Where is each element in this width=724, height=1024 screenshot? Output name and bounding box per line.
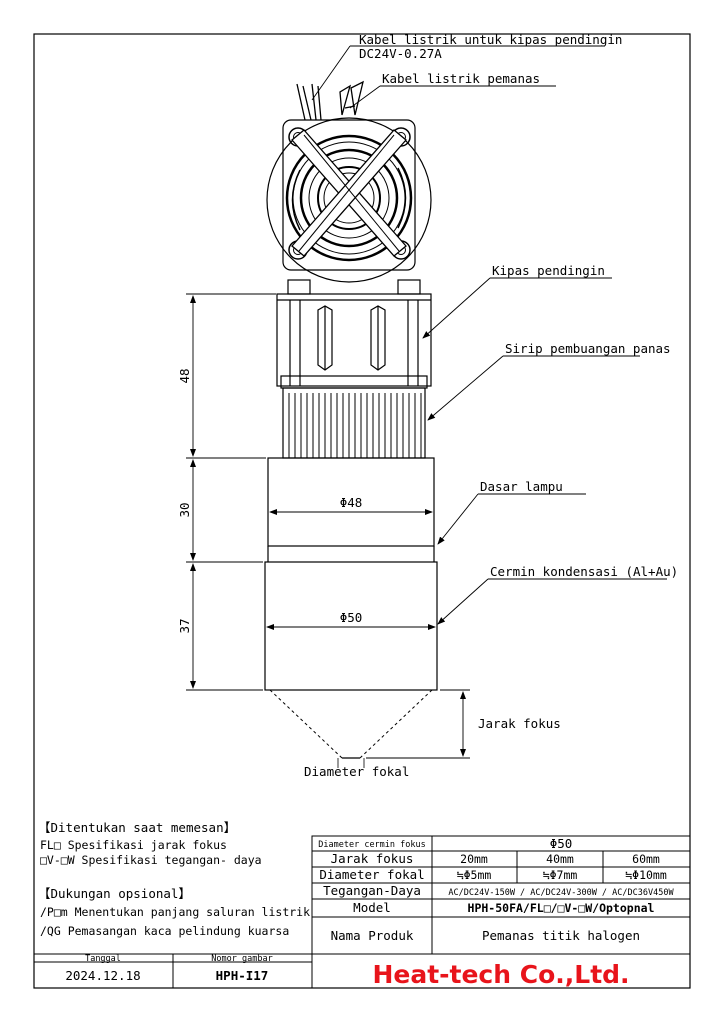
order-title: 【Ditentukan saat memesan】: [38, 820, 236, 835]
title-block: [34, 953, 313, 988]
option-line-2: /QG Pemasangan kaca pelindung kuarsa: [40, 924, 289, 938]
mirror-diameter-row-value: Φ50: [550, 836, 573, 851]
voltage-power-row-value: AC/DC24V-150W / AC/DC24V-300W / AC/DC36V…: [448, 888, 674, 898]
date-label: Tanggal: [85, 954, 121, 964]
lamp-base-label: Dasar lampu: [480, 479, 563, 494]
focal-distance-20: 20mm: [460, 852, 488, 866]
focal-diameter-10: ≒Φ10mm: [625, 868, 667, 882]
focal-distance-60: 60mm: [632, 852, 660, 866]
fan-label: Kipas pendingin: [492, 263, 605, 278]
product-row-value: Pemanas titik halogen: [482, 928, 640, 943]
spec-table: [311, 835, 691, 955]
lamp-base: [267, 457, 435, 562]
condensing-mirror: [264, 561, 438, 691]
cooling-fan: [266, 117, 432, 283]
dimension-lines: [186, 293, 470, 759]
mirror-diameter-dim: Φ50: [340, 610, 363, 625]
drawing-frame: [33, 33, 691, 989]
heater-cable-label: Kabel listrik pemanas: [382, 71, 540, 86]
mirror-diameter-row-label: Diameter cermin fokus: [318, 840, 425, 850]
focal-diameter-label: Diameter fokal: [304, 764, 409, 779]
order-notes: 【Ditentukan saat memesan】 FL□ Spesifikas…: [38, 820, 310, 938]
voltage-power-row-label: Tegangan-Daya: [323, 883, 421, 898]
base-diameter-dim: Φ48: [340, 495, 363, 510]
order-line-2: □V-□W Spesifikasi tegangan- daya: [40, 853, 262, 867]
focal-distance-40: 40mm: [546, 852, 574, 866]
fin-height-dim: 48: [177, 368, 192, 383]
focal-diameter-row-label: Diameter fokal: [319, 867, 424, 882]
focal-distance-label: Jarak fokus: [478, 716, 561, 731]
option-title: 【Dukungan opsional】: [38, 886, 191, 901]
model-row-value: HPH-50FA/FL□/□V-□W/Optopnal: [468, 901, 655, 915]
fins-label: Sirip pembuangan panas: [505, 341, 671, 356]
power-cables: [296, 80, 364, 121]
company-logo: Heat-tech Co.,Ltd.: [372, 960, 629, 989]
focal-diameter-7: ≒Φ7mm: [543, 868, 578, 882]
heat-sink-fins: [282, 387, 426, 459]
drawing-number-label: Nomor gambar: [211, 954, 272, 964]
date-value: 2024.12.18: [65, 968, 140, 983]
fan-power-label: DC24V-0.27A: [359, 46, 442, 61]
product-row-label: Nama Produk: [331, 928, 414, 943]
option-line-1: /P□m Menentukan panjang saluran listrik: [40, 905, 310, 919]
mirror-height-dim: 37: [177, 618, 192, 633]
drawing-number-value: HPH-I17: [216, 968, 269, 983]
focal-distance-row-label: Jarak fokus: [331, 851, 414, 866]
mirror-label: Cermin kondensasi (Al+Au): [490, 564, 678, 579]
model-row-label: Model: [353, 900, 391, 915]
order-line-1: FL□ Spesifikasi jarak fokus: [40, 838, 227, 852]
fan-cable-label: Kabel listrik untuk kipas pendingin: [359, 32, 622, 47]
base-height-dim: 30: [177, 502, 192, 517]
leader-lines: [311, 45, 667, 625]
focal-diameter-5: ≒Φ5mm: [457, 868, 492, 882]
fan-housing: [276, 279, 432, 389]
focus-cone: [269, 689, 433, 759]
